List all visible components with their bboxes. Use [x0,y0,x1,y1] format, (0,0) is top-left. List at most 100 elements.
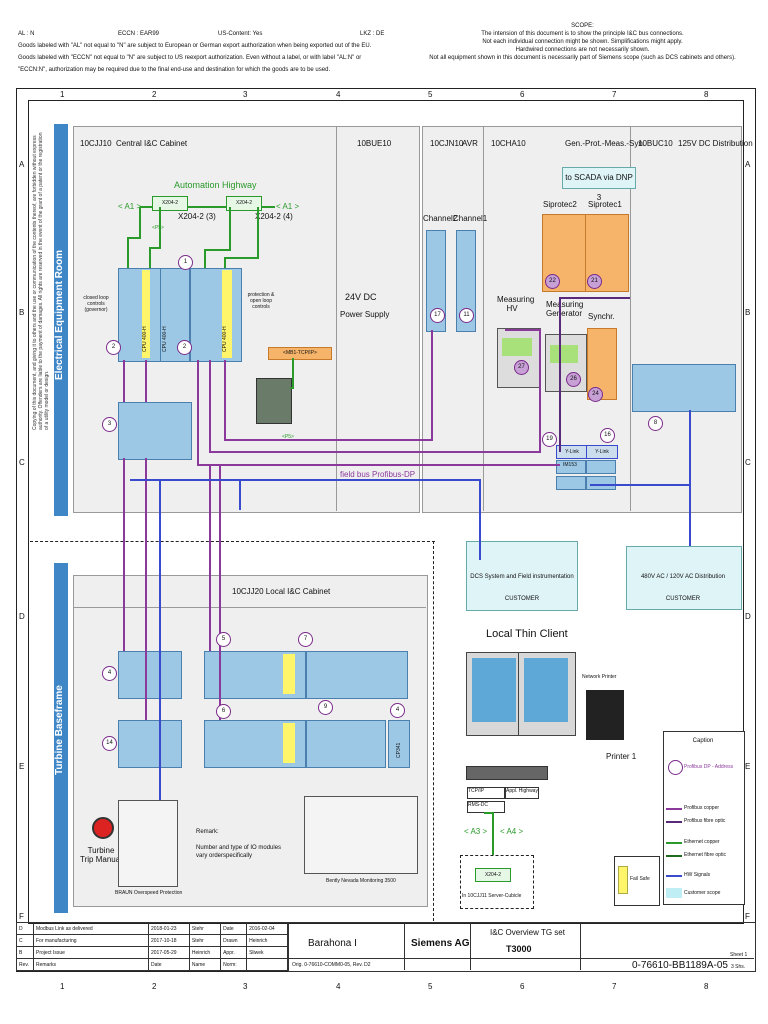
label-measuring-hv: Measuring HV [497,295,535,313]
caption-address-icon [668,760,683,775]
cabinet-name-buc10: 125V DC Distribution [678,139,753,148]
im153-ylink-2 [586,460,616,474]
rev-date: 2017-05-29 [148,946,190,959]
divider-cha10 [483,126,484,511]
scope-line-3: Hardwired connections are not necessaril… [515,47,650,53]
grid-col-1: 1 [60,90,65,99]
circle-address-4: 4 [102,666,117,681]
sheet-count: 3 Shs. [731,964,746,970]
caption-line-1 [666,821,682,823]
failsafe-swatch [618,866,628,894]
grid-row-b: B [19,308,25,317]
caption-label-2: Ethernet copper [684,839,720,845]
cabinet-label-cjj20: 10CJJ20 Local I&C Cabinet [232,587,331,596]
caption-title: Caption [692,738,714,744]
monitor-right-screen [524,658,568,722]
title-divider-3 [580,922,581,970]
caption-label-3: Ethernet fibre optic [684,852,726,858]
failsafe-label: Fail Safe [630,876,650,882]
label-a1-right: < A1 > [276,202,300,211]
label-channel2: Channel2 [423,214,458,223]
label-braun: BRAUN Overspeed Protection [115,890,183,896]
label-a1-left: < A1 > [118,202,142,211]
head-remarks: Remarks [33,958,149,971]
grid-row-f: F [19,912,24,921]
circle-address-19: 19 [542,432,557,447]
label-network-printer: Network Printer [582,674,617,680]
label-tcpip: TCP/IP [467,787,505,799]
scope-line-4: Not all equipment shown in this document… [429,55,736,61]
drawn-label: Drawn [220,934,248,947]
avr-channel1 [456,230,476,332]
circle-address-1: 1 [178,255,193,270]
head-date: Date [148,958,190,971]
rev-remark: Modbus Link as delivered [33,922,149,935]
turbine-trip-button [92,817,114,839]
to-scada: to SCADA via DNP 3 [562,167,636,202]
original-reference: Orig. 0-76610-COMM0-05, Rev. D2 [292,962,371,968]
automation-highway-label: Automation Highway [174,180,257,190]
document-title: I&C Overview TG set [490,928,565,937]
revision-row-head: Rev. Remarks Date Name Norm: [16,958,288,971]
circle-address-27: 27 [514,360,529,375]
rev-code: D [16,922,34,935]
rack-local-4 [118,651,182,699]
label-x204-3: X204-2 (3) [178,212,216,221]
grid-row-d-r: D [745,612,751,621]
keyboard [466,766,548,780]
label-siprotec1: Siprotec1 [588,200,622,209]
label-dist-customer: CUSTOMER [665,596,701,602]
rack-buc10 [632,364,736,412]
grid-row-c: C [19,458,25,467]
eth-link-1 [127,207,141,268]
grid-col-7-b: 7 [612,982,617,991]
caption-line-2 [666,842,682,844]
inner-frame [28,100,744,924]
label-measuring-gen: Measuring Generator [546,300,584,318]
scope-line-1: The intension of this document is to sho… [481,31,684,37]
label-p5: <P5> [152,225,164,231]
caption-label-4: HW Signals [684,872,711,878]
rack-cp341 [388,720,410,768]
label-turbine-trip: Turbine Trip Manual [80,846,122,864]
eth-link-server [484,812,494,855]
room-separator-v [433,541,434,921]
circle-address-4-cp: 4 [390,703,405,718]
label-us-content: US-Content: Yes [218,31,263,37]
grid-col-5: 5 [428,90,433,99]
label-siprotec2: Siprotec2 [543,200,577,209]
grid-row-b-r: B [745,308,751,317]
label-x204-4: X204-2 (4) [255,212,293,221]
ylink-right: Y-Link [586,445,618,459]
cpu-module-1 [142,270,150,358]
rack-cpu-2 [190,268,242,362]
scope-title: SCOPE: [571,23,594,29]
automation-highway-line [140,206,275,208]
label-channel1: Channel1 [453,214,488,223]
grid-col-2: 2 [152,90,157,99]
grid-col-4-b: 4 [336,982,341,991]
head-rev: Rev. [16,958,34,971]
caption-label-1: Profibus fibre optic [684,818,726,824]
label-remark-2: Number and type of IO modules vary order… [196,845,282,859]
appr-value: Sliwek [246,946,288,959]
rev-name: Stehr [188,922,222,935]
label-dist: 480V AC / 120V AC Distribution [640,574,726,580]
label-in-server: In 10CJJ11 Server-Cubicle [462,893,522,899]
rev-code: B [16,946,34,959]
room-bar-turbine [54,563,68,913]
document-number: 0-76610-BB1189A-05 [632,960,728,971]
grid-col-6-b: 6 [520,982,525,991]
label-closed-loop: closed loop controls (governor) [83,295,109,313]
head-name: Name [188,958,222,971]
cabinet-id-bue10: 10BUE10 [357,139,392,148]
label-eccn: ECCN : EAR99 [118,31,160,37]
ps-supply: Power Supply [340,310,390,319]
rack-local-7 [306,651,408,699]
label-synchr: Synchr. [588,312,615,321]
pb-fieldbus [197,360,560,466]
revision-row-c: C For manufacturing 2017-10-18 Stehr Dra… [16,934,288,947]
pb-fo-1 [559,297,630,452]
label-app-highway: Appl. Highway [505,787,539,799]
hw-link-dist [590,484,691,546]
